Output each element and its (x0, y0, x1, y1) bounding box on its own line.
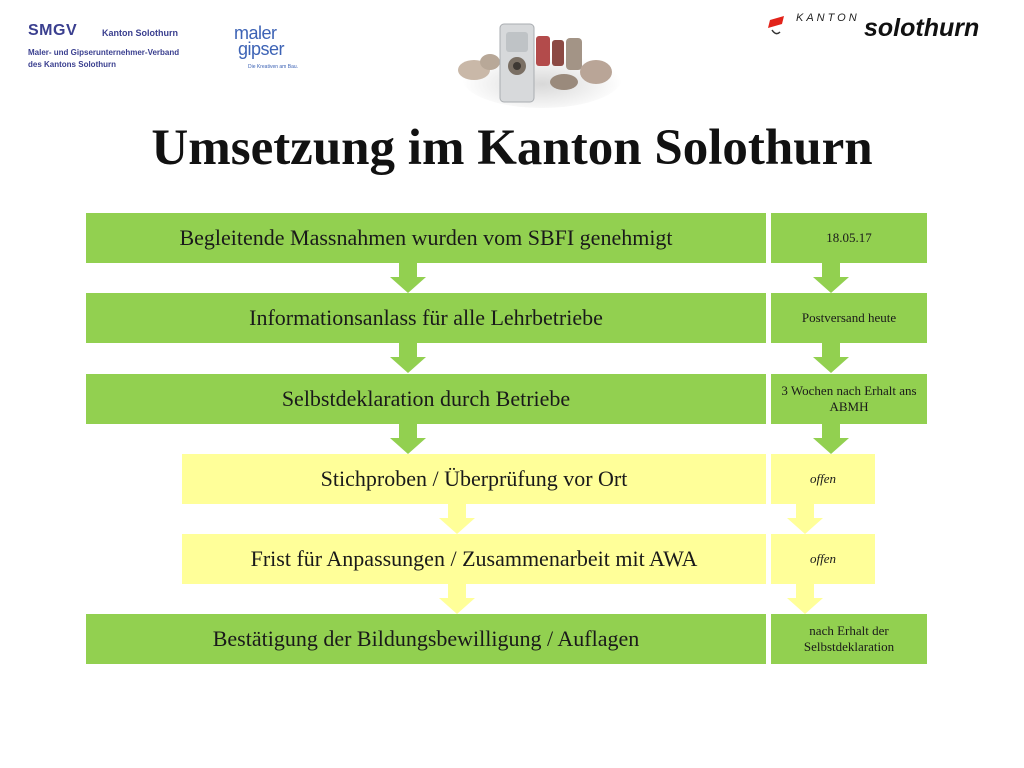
smgv-logo-line1: Maler- und Gipserunternehmer-Verband (28, 48, 180, 57)
step-label: Selbstdeklaration durch Betriebe (281, 386, 571, 411)
smgv-logo: SMGV Kanton Solothurn Maler- und Gipseru… (28, 22, 218, 74)
status-label: nach Erhalt der Selbstdeklaration (803, 623, 895, 654)
kanton-flag-icon (768, 16, 784, 35)
step-box: Stichproben / Überprüfung vor Ort (182, 454, 766, 504)
maler-logo-word2: gipser (238, 39, 285, 59)
main-arrow-icon (390, 343, 426, 373)
status-box: 18.05.17 (771, 213, 927, 263)
step-label: Stichproben / Überprüfung vor Ort (320, 466, 628, 491)
status-box: Postversand heute (771, 293, 927, 343)
status-arrow-icon (813, 263, 849, 293)
status-arrow-icon (813, 424, 849, 454)
step-box: Bestätigung der Bildungsbewilligung / Au… (86, 614, 766, 664)
step-box: Frist für Anpassungen / Zusammenarbeit m… (182, 534, 766, 584)
status-box: offen (771, 454, 875, 504)
main-arrow-icon (390, 424, 426, 454)
smgv-logo-region: Kanton Solothurn (102, 28, 178, 38)
step-label: Bestätigung der Bildungsbewilligung / Au… (212, 626, 640, 651)
decorative-tools-photo (458, 23, 622, 108)
smgv-logo-name: SMGV (28, 22, 78, 39)
status-arrow-icon (787, 584, 823, 614)
status-label: offen (810, 471, 836, 486)
status-arrow-icon (787, 504, 823, 534)
status-label: 18.05.17 (826, 230, 872, 245)
smgv-logo-line2: des Kantons Solothurn (28, 60, 116, 69)
step-box: Begleitende Massnahmen wurden vom SBFI g… (86, 213, 766, 263)
step-box: Selbstdeklaration durch Betriebe (86, 374, 766, 424)
page-title: Umsetzung im Kanton Solothurn (151, 120, 873, 176)
kanton-logo-word1: KANTON (796, 12, 860, 24)
step-label: Informationsanlass für alle Lehrbetriebe (249, 305, 603, 330)
status-label: offen (810, 551, 836, 566)
main-arrow-icon (439, 584, 475, 614)
main-arrow-icon (439, 504, 475, 534)
kanton-logo-word2: solothurn (864, 14, 980, 42)
status-arrow-icon (813, 343, 849, 373)
main-arrow-icon (390, 263, 426, 293)
maler-logo-tagline: Die Kreativen am Bau. (248, 64, 299, 70)
status-box: nach Erhalt der Selbstdeklaration (771, 614, 927, 664)
maler-gipser-logo: maler gipser Die Kreativen am Bau. (232, 24, 312, 74)
status-label: Postversand heute (801, 310, 897, 325)
kanton-solothurn-logo: KANTON solothurn (768, 8, 1014, 50)
step-label: Begleitende Massnahmen wurden vom SBFI g… (179, 225, 673, 250)
status-label: 3 Wochen nach Erhalt ans ABMH (781, 383, 917, 414)
step-box: Informationsanlass für alle Lehrbetriebe (86, 293, 766, 343)
status-box: offen (771, 534, 875, 584)
step-label: Frist für Anpassungen / Zusammenarbeit m… (250, 546, 698, 571)
maler-logo-word1: maler (234, 23, 277, 43)
status-box: 3 Wochen nach Erhalt ans ABMH (771, 374, 927, 424)
